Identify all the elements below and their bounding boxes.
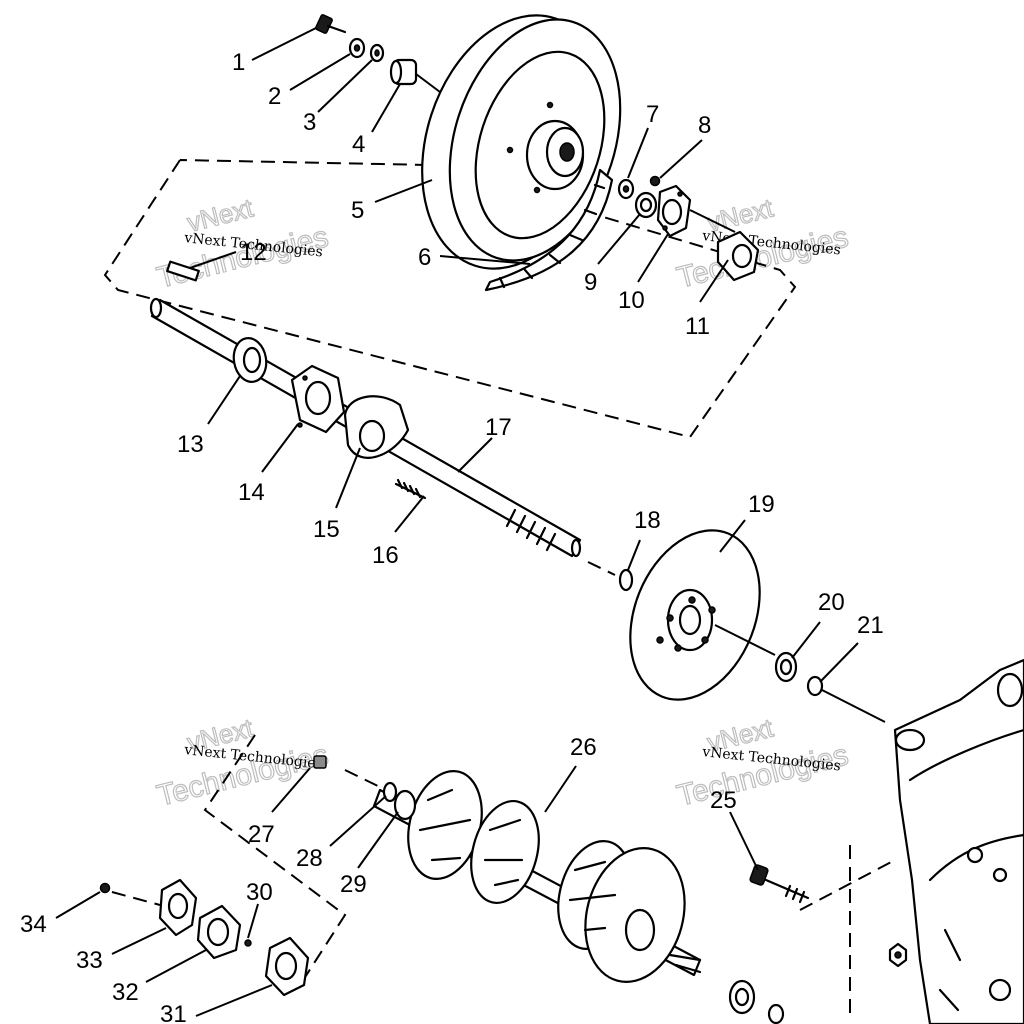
bracket-11 — [716, 230, 760, 282]
callout-20: 20 — [818, 589, 845, 616]
axis-line — [344, 769, 383, 789]
callout-25: 25 — [710, 787, 737, 814]
spacer-4 — [389, 58, 418, 86]
bolt-30 — [244, 939, 252, 947]
callout-29: 29 — [340, 871, 367, 898]
leader-lines — [55, 27, 859, 1017]
chaincase-housing — [893, 658, 1024, 1024]
nut-8 — [649, 175, 661, 187]
washer-7 — [617, 178, 635, 200]
callout-11: 11 — [685, 313, 710, 340]
callout-31: 31 — [160, 1001, 187, 1024]
callout-2: 2 — [268, 83, 281, 110]
callout-4: 4 — [352, 131, 365, 158]
watermark-bottom-left: vNext Technologies vNext Technologies — [153, 712, 332, 814]
flange-31 — [264, 936, 310, 997]
callout-8: 8 — [698, 112, 711, 139]
washer-2 — [348, 37, 366, 59]
callout-15: 15 — [313, 516, 340, 543]
axis-line — [415, 73, 441, 93]
callout-10: 10 — [618, 287, 645, 314]
callout-18: 18 — [634, 507, 661, 534]
flange-14 — [290, 364, 346, 434]
nut-34 — [99, 882, 111, 894]
callout-21: 21 — [857, 612, 884, 639]
callout-28: 28 — [296, 845, 323, 872]
assembly-outline-right-link — [799, 859, 896, 911]
callout-13: 13 — [177, 431, 204, 458]
seal-20 — [774, 651, 798, 683]
shaft-end-28 — [382, 781, 398, 803]
callout-3: 3 — [303, 109, 316, 136]
chain-6 — [484, 168, 614, 292]
callout-19: 19 — [748, 491, 775, 518]
callout-1: 1 — [232, 49, 245, 76]
watermark-line2: Technologies — [674, 220, 852, 294]
drive-shaft-26 — [372, 770, 702, 983]
sprocket-5 — [421, 14, 622, 270]
callout-26: 26 — [570, 734, 597, 761]
callout-27: 27 — [248, 821, 275, 848]
o-ring-lower-right — [767, 1003, 785, 1024]
callout-34: 34 — [20, 911, 47, 938]
callout-16: 16 — [372, 542, 399, 569]
callout-33: 33 — [76, 947, 103, 974]
flange-10 — [656, 184, 692, 238]
o-ring-21 — [806, 675, 824, 697]
bearing-29 — [393, 789, 417, 821]
callout-17: 17 — [485, 414, 512, 441]
watermark-top-right: vNext Technologies vNext Technologies — [673, 192, 852, 296]
gasket-32 — [196, 904, 242, 960]
o-ring-18 — [618, 568, 634, 592]
bearing-9 — [634, 191, 658, 219]
nut-housing — [888, 942, 908, 968]
axis-line — [714, 624, 776, 656]
callout-5: 5 — [351, 197, 364, 224]
callout-14: 14 — [238, 479, 265, 506]
callout-32: 32 — [112, 979, 139, 1006]
callout-6: 6 — [418, 244, 431, 271]
callout-12: 12 — [240, 239, 267, 266]
axis-line — [689, 209, 736, 233]
axis-line — [821, 689, 886, 723]
bolt-25 — [749, 864, 810, 904]
callout-7: 7 — [646, 101, 659, 128]
bolt-27 — [313, 755, 327, 769]
washer-3 — [369, 43, 385, 63]
callout-9: 9 — [584, 269, 597, 296]
bolt-1 — [315, 14, 347, 34]
bearing-lower-right — [728, 979, 756, 1015]
bearing-13 — [232, 337, 268, 383]
key-12 — [166, 260, 200, 282]
callout-labels: 1 2 3 4 5 6 7 8 9 10 11 12 13 14 15 16 1… — [20, 49, 884, 1024]
set-screw-16 — [394, 478, 427, 500]
assembly-outline-lower — [203, 734, 347, 986]
flange-33 — [158, 878, 198, 937]
collar-15 — [343, 395, 410, 459]
axis-line — [111, 891, 161, 906]
watermark-bottom-right: vNext Technologies vNext Technologies — [673, 712, 852, 814]
callout-30: 30 — [246, 879, 273, 906]
axis-line — [587, 561, 616, 576]
brake-disc-19 — [629, 529, 761, 701]
